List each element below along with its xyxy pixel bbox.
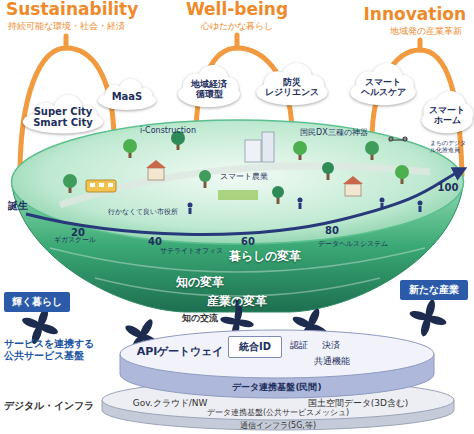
label-text: 知の交流 (180, 313, 220, 323)
bowl-node: 暮らしの変革知の変革産業の変革 (10, 118, 465, 314)
decor-ellipse (102, 380, 454, 420)
node-text: 暮らしの変革 (229, 250, 301, 264)
decor-path (95, 278, 380, 296)
decor-g (422, 91, 474, 133)
node-text: スマート ヘルスケア (353, 77, 413, 98)
label-text: 60 (241, 236, 255, 248)
node-text: Super City Smart City (31, 106, 95, 129)
node-text: APIゲートウェイ (137, 346, 224, 359)
decor-g (23, 95, 104, 134)
decor-circle (425, 315, 431, 321)
label-text: Well-being (186, 0, 288, 20)
label-text: データヘルスシステム (318, 240, 388, 248)
decor-ellipse (38, 322, 60, 336)
node-text: 産業の変革 (207, 295, 267, 309)
branch-stem (235, 35, 240, 48)
node-text: 共通機能 (314, 356, 350, 366)
label-text: 40 (148, 236, 162, 248)
decor-ellipse (409, 309, 430, 322)
blue-box: 新たな産業 (400, 280, 468, 300)
branch-stem (64, 36, 69, 48)
decor-ellipse (124, 323, 145, 340)
label-text: 持続可能な環境・社会・経済 (8, 21, 125, 31)
decor-ellipse (235, 318, 254, 328)
node-text: 国土空間データ(3D含む) (308, 398, 409, 408)
node-text: スマート ホーム (424, 105, 470, 126)
node-text: データ連携基盤(民間) (232, 382, 321, 392)
node-text: 防災 レジリエンス (260, 77, 324, 98)
decor-ellipse (21, 316, 43, 330)
label-text: Innovation (364, 5, 467, 25)
decor-ellipse (419, 316, 432, 337)
label-text: i-Construction (140, 126, 196, 135)
decor-path (50, 248, 425, 272)
cloud-node: スマート ホーム (420, 90, 474, 136)
node-text: 輝く暮らし (12, 296, 62, 308)
decor-ellipse (426, 314, 447, 327)
label-text: まちのデジタル化推進員 (430, 140, 468, 154)
decor-circle (37, 323, 43, 329)
bowl-node-outline (10, 118, 465, 314)
label-text: 誕生 (8, 200, 28, 212)
node-text: 地域経済 循環型 (181, 79, 237, 100)
id-box: 統合ID (228, 336, 282, 358)
decor-ellipse (220, 316, 239, 326)
node-text: Gov.クラウド/NW (133, 398, 208, 408)
label-text: サービスを連携する 公共サービス基盤 (4, 338, 116, 361)
cloud-node: スマート ヘルスケア (348, 62, 418, 108)
decor-g (256, 63, 327, 105)
cloud-node: 地域経済 循環型 (176, 64, 242, 110)
decor-g (350, 63, 416, 105)
decor-circle (139, 333, 145, 339)
decor-ellipse (138, 318, 155, 339)
decor-ellipse (424, 299, 437, 320)
decor-ellipse (120, 330, 434, 378)
decor-ellipse (12, 120, 464, 244)
cloud-node: 防災 レジリエンス (254, 62, 330, 108)
decor-g (178, 65, 240, 107)
label-text: スマート農業 (220, 172, 268, 181)
node-text: 統合ID (239, 341, 271, 353)
node-text: 知の変革 (176, 276, 224, 290)
label-text: デジタル・インフラ (4, 400, 94, 412)
decor-g (409, 299, 448, 338)
decor-ellipse (291, 314, 313, 330)
node-text: データ連携基盤(公共サービスメッシュ) (207, 408, 349, 417)
cloud-node: Super City Smart City (20, 94, 106, 136)
label-text: 地域発の産業革新 (390, 26, 462, 36)
node-text: MaaS (112, 91, 143, 103)
decor-circle (307, 323, 313, 329)
branch-stem (418, 40, 423, 50)
blue-box: 輝く暮らし (4, 292, 70, 312)
node-text: 通信インフラ(5G,等) (240, 421, 316, 430)
cloud-node: MaaS (96, 78, 158, 112)
platform-disk: APIゲートウェイ 認証 決済共通機能データ連携基盤(民間) 統合ID (118, 328, 436, 400)
label-text: Sustainability (6, 0, 138, 20)
node-text: 認証 (290, 340, 308, 350)
label-text: 心ゆたかな暮らし (201, 21, 273, 31)
label-text: 20 (71, 227, 85, 239)
label-text: 100 (438, 182, 459, 194)
label-text: 80 (325, 225, 339, 237)
label-text: サテライトオフィス (160, 247, 223, 255)
label-text: 行かなくて良い市役所 (108, 208, 178, 216)
node-text: 新たな産業 (409, 284, 459, 296)
decor-g (98, 79, 156, 110)
node-text: 決済 (322, 340, 340, 350)
label-text: 国民DX三種の神器 (300, 128, 368, 137)
decor-circle (234, 319, 240, 325)
